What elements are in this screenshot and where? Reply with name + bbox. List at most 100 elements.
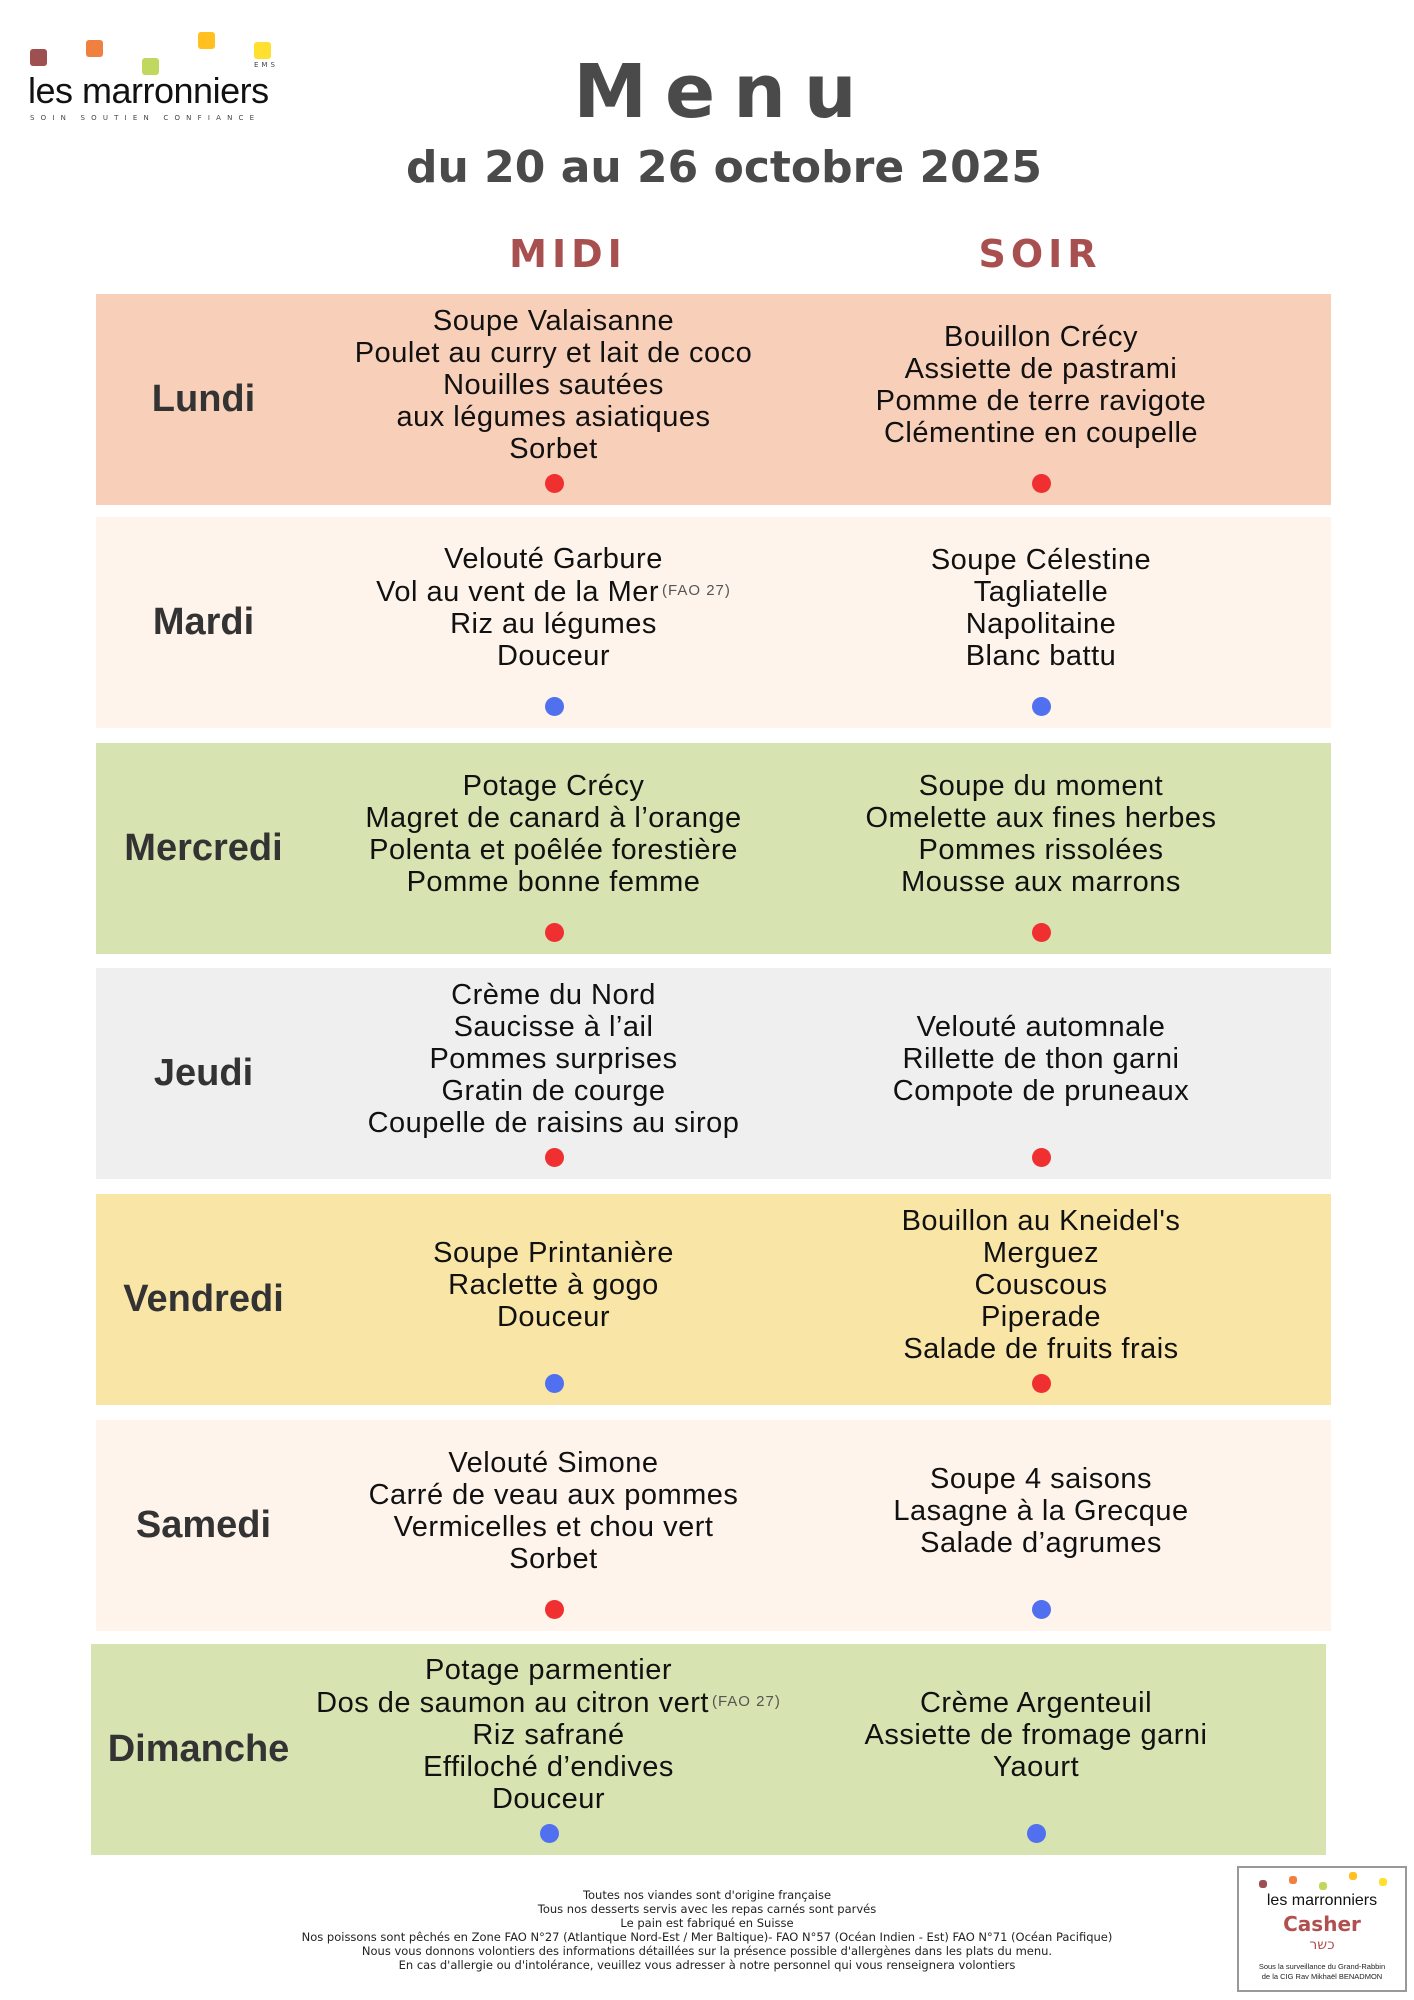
footer-line: Tous nos desserts servis avec les repas … [537, 1902, 877, 1916]
blue-dot-icon [1032, 697, 1051, 716]
dish-name: Coupelle de raisins au sirop [367, 1106, 740, 1139]
footer-line: Le pain est fabriqué en Suisse [620, 1916, 794, 1930]
dish: Assiette de fromage garni [865, 1719, 1208, 1751]
dish-name: Vol au vent de la Mer [376, 576, 660, 608]
kosher-badge: les marronniers Casher כשר Sous la surve… [1237, 1866, 1407, 1992]
dish: aux légumes asiatiques [396, 401, 710, 433]
red-dot-icon [1032, 474, 1051, 493]
dish-name: Rillette de thon garni [902, 1042, 1180, 1075]
dish: Saucisse à l’ail [454, 1011, 654, 1043]
dish-name: Soupe Valaisanne [432, 304, 675, 337]
dish: Potage Crécy [463, 770, 645, 802]
logo-wordmark: les marronniers [28, 70, 269, 111]
dish: Dos de saumon au citron vert(FAO 27) [316, 1686, 781, 1719]
red-dot-icon [544, 923, 564, 942]
dish-name: Soupe Célestine [930, 543, 1152, 576]
dish: Soupe 4 saisons [930, 1463, 1152, 1495]
column-header-soir: SOIR [978, 232, 1102, 276]
logo-tagline: SOIN SOUTIEN CONFIANCE [30, 114, 261, 122]
logo-square [1349, 1872, 1357, 1880]
dish: Douceur [497, 1301, 610, 1333]
dish-name: Dos de saumon au citron vert [316, 1687, 709, 1719]
red-dot-icon [544, 1148, 564, 1167]
dish-name: Velouté Garbure [444, 543, 663, 575]
dish-name: Poulet au curry et lait de coco [354, 336, 753, 369]
dish: Clémentine en coupelle [884, 417, 1198, 449]
dish: Soupe Printanière [433, 1237, 674, 1269]
dish: Salade de fruits frais [903, 1333, 1178, 1365]
dish: Pomme de terre ravigote [876, 385, 1207, 417]
dish: Soupe Valaisanne [433, 305, 674, 337]
dish-name: Soupe 4 saisons [930, 1462, 1152, 1495]
dish: Mousse aux marrons [901, 866, 1181, 898]
dish: Rillette de thon garni [903, 1043, 1180, 1075]
dish: Velouté Garbure [444, 543, 663, 575]
dish-name: Carré de veau aux pommes [368, 1478, 739, 1511]
logo-square [142, 58, 159, 75]
red-dot-icon [544, 1600, 564, 1619]
kosher-logo-wordmark: les marronniers [1266, 1892, 1378, 1909]
dish: Velouté Simone [448, 1447, 658, 1479]
day-label: Mardi [152, 601, 255, 643]
dish: Nouilles sautées [443, 369, 664, 401]
dish-name: Saucisse à l’ail [453, 1010, 654, 1043]
red-dot-icon [544, 474, 564, 493]
dish: Salade d’agrumes [920, 1527, 1162, 1559]
dish-name: Potage Crécy [462, 769, 645, 802]
dish-name: Salade d’agrumes [920, 1526, 1162, 1559]
dish-name: Douceur [496, 640, 611, 672]
footer-line: Nous vous donnons volontiers des informa… [361, 1944, 1053, 1958]
dish: Soupe Célestine [931, 544, 1151, 576]
dish-name: aux légumes asiatiques [396, 400, 711, 433]
blue-dot-icon [544, 697, 564, 716]
day-label: Dimanche [107, 1728, 290, 1770]
dish: Polenta et poêlée forestière [369, 834, 738, 866]
logo-square [198, 32, 215, 49]
dish-name: Douceur [496, 1300, 611, 1333]
dish: Omelette aux fines herbes [865, 802, 1216, 834]
page-title: Menu [573, 49, 875, 135]
dish-name: Sorbet [509, 1542, 598, 1575]
dish-name: Couscous [974, 1268, 1108, 1301]
dish: Velouté automnale [917, 1011, 1166, 1043]
dish-name: Assiette de fromage garni [864, 1718, 1208, 1751]
day-label: Samedi [135, 1504, 272, 1546]
day-label: Mercredi [124, 827, 283, 869]
dish: Crème Argenteuil [920, 1687, 1152, 1719]
dish-name: Nouilles sautées [443, 368, 664, 401]
dish-name: Velouté automnale [916, 1010, 1166, 1043]
dish-name: Velouté Simone [448, 1446, 659, 1479]
dish: Piperade [981, 1301, 1101, 1333]
dish-name: Tagliatelle [973, 575, 1109, 608]
logo-square [1259, 1880, 1267, 1888]
dish-name: Assiette de pastrami [904, 352, 1178, 385]
dish-name: Riz au légumes [450, 608, 657, 640]
dish: Napolitaine [966, 608, 1117, 640]
dish: Poulet au curry et lait de coco [355, 337, 753, 369]
dish-name: Soupe Printanière [433, 1236, 674, 1269]
supervision-line: de la CIG Rav Mikhaël BENADMON [1261, 1972, 1383, 1981]
logo-square [30, 49, 47, 66]
dish-name: Bouillon Crécy [944, 320, 1138, 353]
dish-name: Crème du Nord [451, 978, 656, 1011]
dish: Merguez [983, 1237, 1099, 1269]
dish-name: Lasagne à la Grecque [893, 1494, 1189, 1527]
dish: Pomme bonne femme [407, 866, 701, 898]
dish-name: Clémentine en coupelle [883, 416, 1199, 449]
logo-square [1319, 1882, 1327, 1890]
dish-name: Yaourt [992, 1750, 1080, 1783]
footer-line: En cas d'allergie ou d'intolérance, veui… [398, 1958, 1016, 1972]
dish-name: Bouillon au Kneidel's [901, 1204, 1181, 1237]
dish: Bouillon au Kneidel's [902, 1205, 1181, 1237]
red-dot-icon [1032, 1374, 1051, 1393]
